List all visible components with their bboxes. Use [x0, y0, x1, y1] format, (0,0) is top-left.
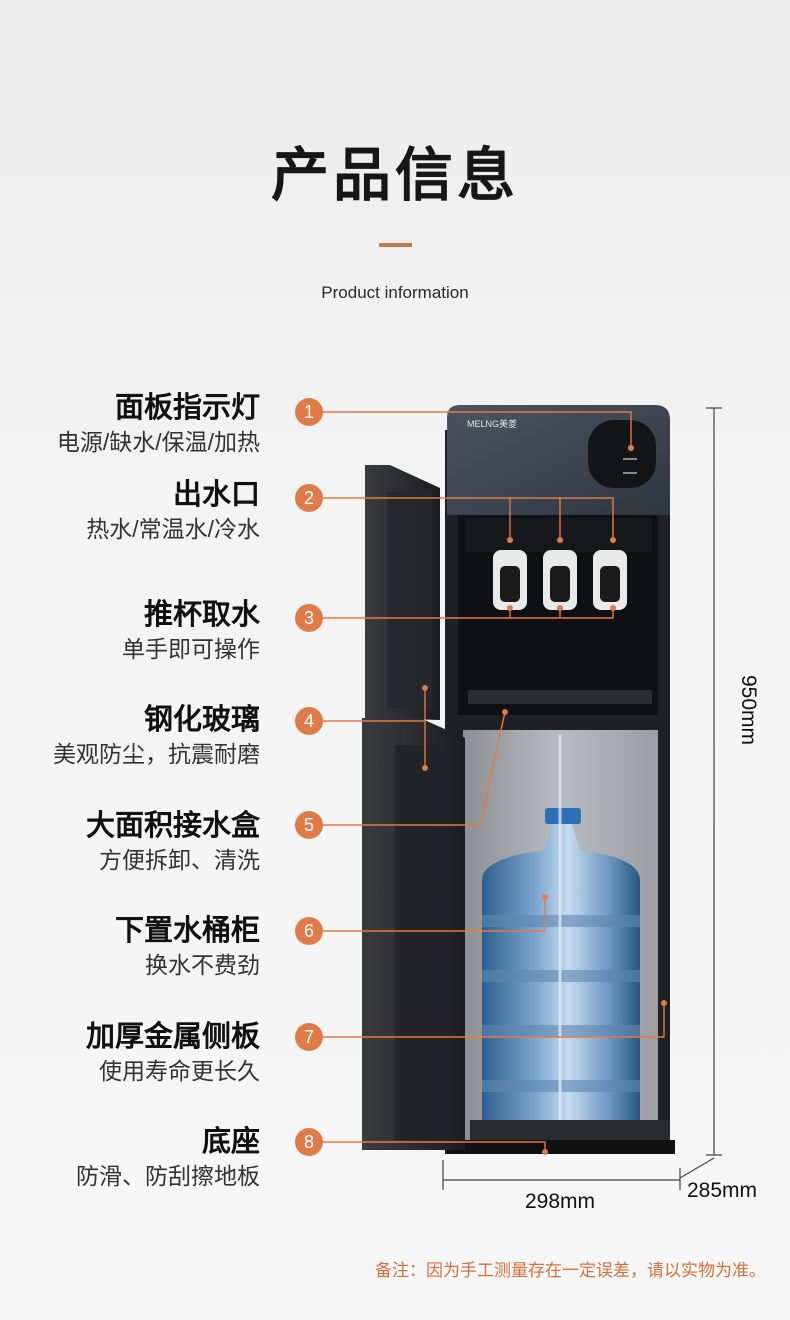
- callout-badge-6: 6: [295, 917, 323, 945]
- callout-badge-2: 2: [295, 484, 323, 512]
- feature-base: 底座 防滑、防刮擦地板: [76, 1124, 260, 1192]
- callout-badge-5: 5: [295, 811, 323, 839]
- dimension-depth: 285mm: [687, 1179, 758, 1202]
- brand-logo: MELNG美菱: [467, 418, 517, 429]
- feature-metal-side: 加厚金属侧板 使用寿命更长久: [86, 1019, 260, 1087]
- feature-desc: 防滑、防刮擦地板: [76, 1163, 260, 1189]
- feature-title: 面板指示灯: [114, 392, 260, 424]
- callout-badge-1: 1: [295, 398, 323, 426]
- feature-desc: 热水/常温水/冷水: [86, 516, 260, 542]
- pointer-dots: [422, 445, 667, 1155]
- feature-desc: 方便拆卸、清洗: [99, 847, 260, 873]
- drip-tray: [468, 690, 652, 704]
- disclaimer-note: 备注：因为手工测量存在一定误差，请以实物为准。: [375, 1261, 766, 1280]
- outlet-hot: [493, 550, 527, 610]
- feature-outlet: 出水口 热水/常温水/冷水: [86, 477, 260, 545]
- feature-title: 下置水桶柜: [114, 915, 260, 947]
- callout-badge-3: 3: [295, 604, 323, 632]
- dimension-height: 950mm: [737, 675, 760, 746]
- page-title: 产品信息: [270, 143, 519, 208]
- base: [445, 1140, 675, 1154]
- feature-desc: 美观防尘，抗震耐磨: [53, 741, 260, 767]
- feature-desc: 换水不费劲: [145, 952, 260, 978]
- feature-bucket-cabinet: 下置水桶柜 换水不费劲: [115, 913, 260, 981]
- feature-title: 出水口: [172, 479, 260, 511]
- feature-desc: 单手即可操作: [122, 636, 260, 662]
- feature-push-cup: 推杯取水 单手即可操作: [122, 597, 260, 665]
- feature-title: 底座: [201, 1126, 260, 1158]
- dimension-lines: [442, 407, 722, 1190]
- feature-title: 大面积接水盒: [85, 810, 260, 842]
- feature-title: 推杯取水: [143, 599, 260, 631]
- feature-tempered-glass: 钢化玻璃 美观防尘，抗震耐磨: [53, 702, 260, 770]
- page-subtitle: Product information: [321, 283, 469, 302]
- leader-lines: [323, 411, 665, 1152]
- outlet-cold: [593, 550, 627, 610]
- feature-title: 钢化玻璃: [143, 704, 260, 736]
- callout-badge-7: 7: [295, 1023, 323, 1051]
- indicator-panel: [588, 420, 656, 488]
- outlet-normal: [543, 550, 577, 610]
- feature-panel-indicator: 面板指示灯 电源/缺水/保温/加热: [57, 390, 260, 458]
- callout-badge-4: 4: [295, 707, 323, 735]
- feature-desc: 电源/缺水/保温/加热: [56, 429, 260, 455]
- water-bucket: [482, 735, 640, 1135]
- feature-title: 加厚金属侧板: [85, 1021, 260, 1053]
- dimension-width: 298mm: [525, 1190, 596, 1213]
- feature-drip-box: 大面积接水盒 方便拆卸、清洗: [86, 808, 260, 876]
- callout-badge-8: 8: [295, 1128, 323, 1156]
- title-accent-bar: [379, 243, 412, 247]
- feature-desc: 使用寿命更长久: [99, 1058, 260, 1084]
